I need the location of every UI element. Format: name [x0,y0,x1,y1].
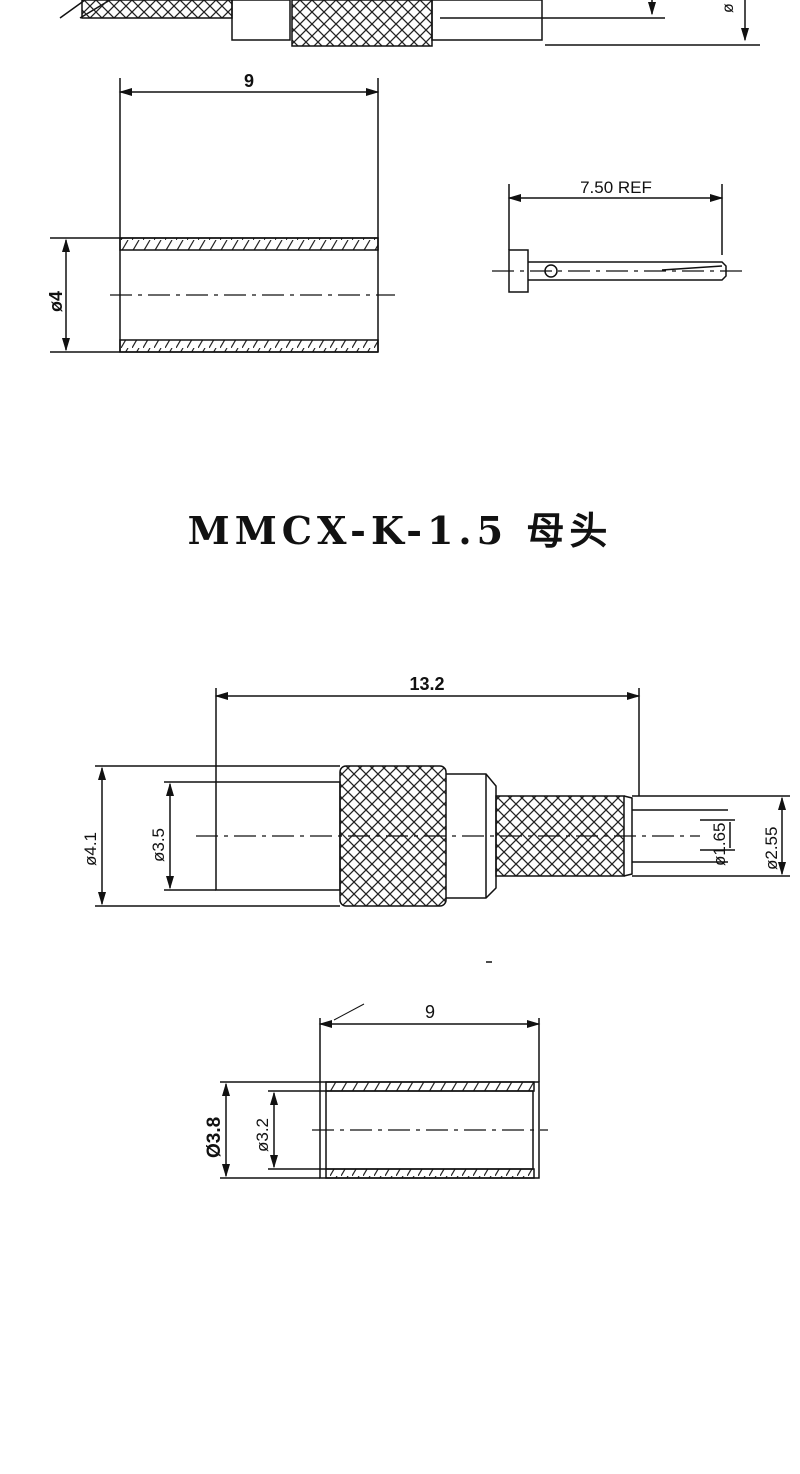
lower-ferrule-length-label: 9 [425,1002,435,1022]
front-diameter-label: ø3.5 [149,828,168,862]
rear-diameter-label: ø2.55 [762,827,781,870]
body-length-label: 13.2 [409,674,444,694]
top-partial-dim-label: ø [720,3,737,13]
lower-inner-diameter-label: ø3.2 [253,1118,272,1152]
pin-diameter-label: ø1.65 [710,823,729,866]
connector-body-drawing [95,688,790,963]
lower-outer-diameter-label: Ø3.8 [204,1117,225,1158]
lower-ferrule-drawing [220,1003,548,1179]
ferrule-top-wall [119,237,379,251]
lower-ferrule-bottom-wall [325,1168,535,1179]
ferrule-bottom-wall [119,339,379,353]
contact-pin-drawing [492,184,742,293]
ferrule-diameter-label: ø4 [46,291,66,312]
pin-length-label: 7.50 REF [580,178,652,197]
outer-diameter-label: ø4.1 [81,832,100,866]
ferrule-length-label: 9 [244,71,254,91]
lower-ferrule-top-wall [325,1081,535,1092]
top-connector-fragment [59,0,760,47]
section-title: MMCX-K-1.5 母头 [187,508,613,553]
upper-ferrule-drawing [50,78,395,353]
